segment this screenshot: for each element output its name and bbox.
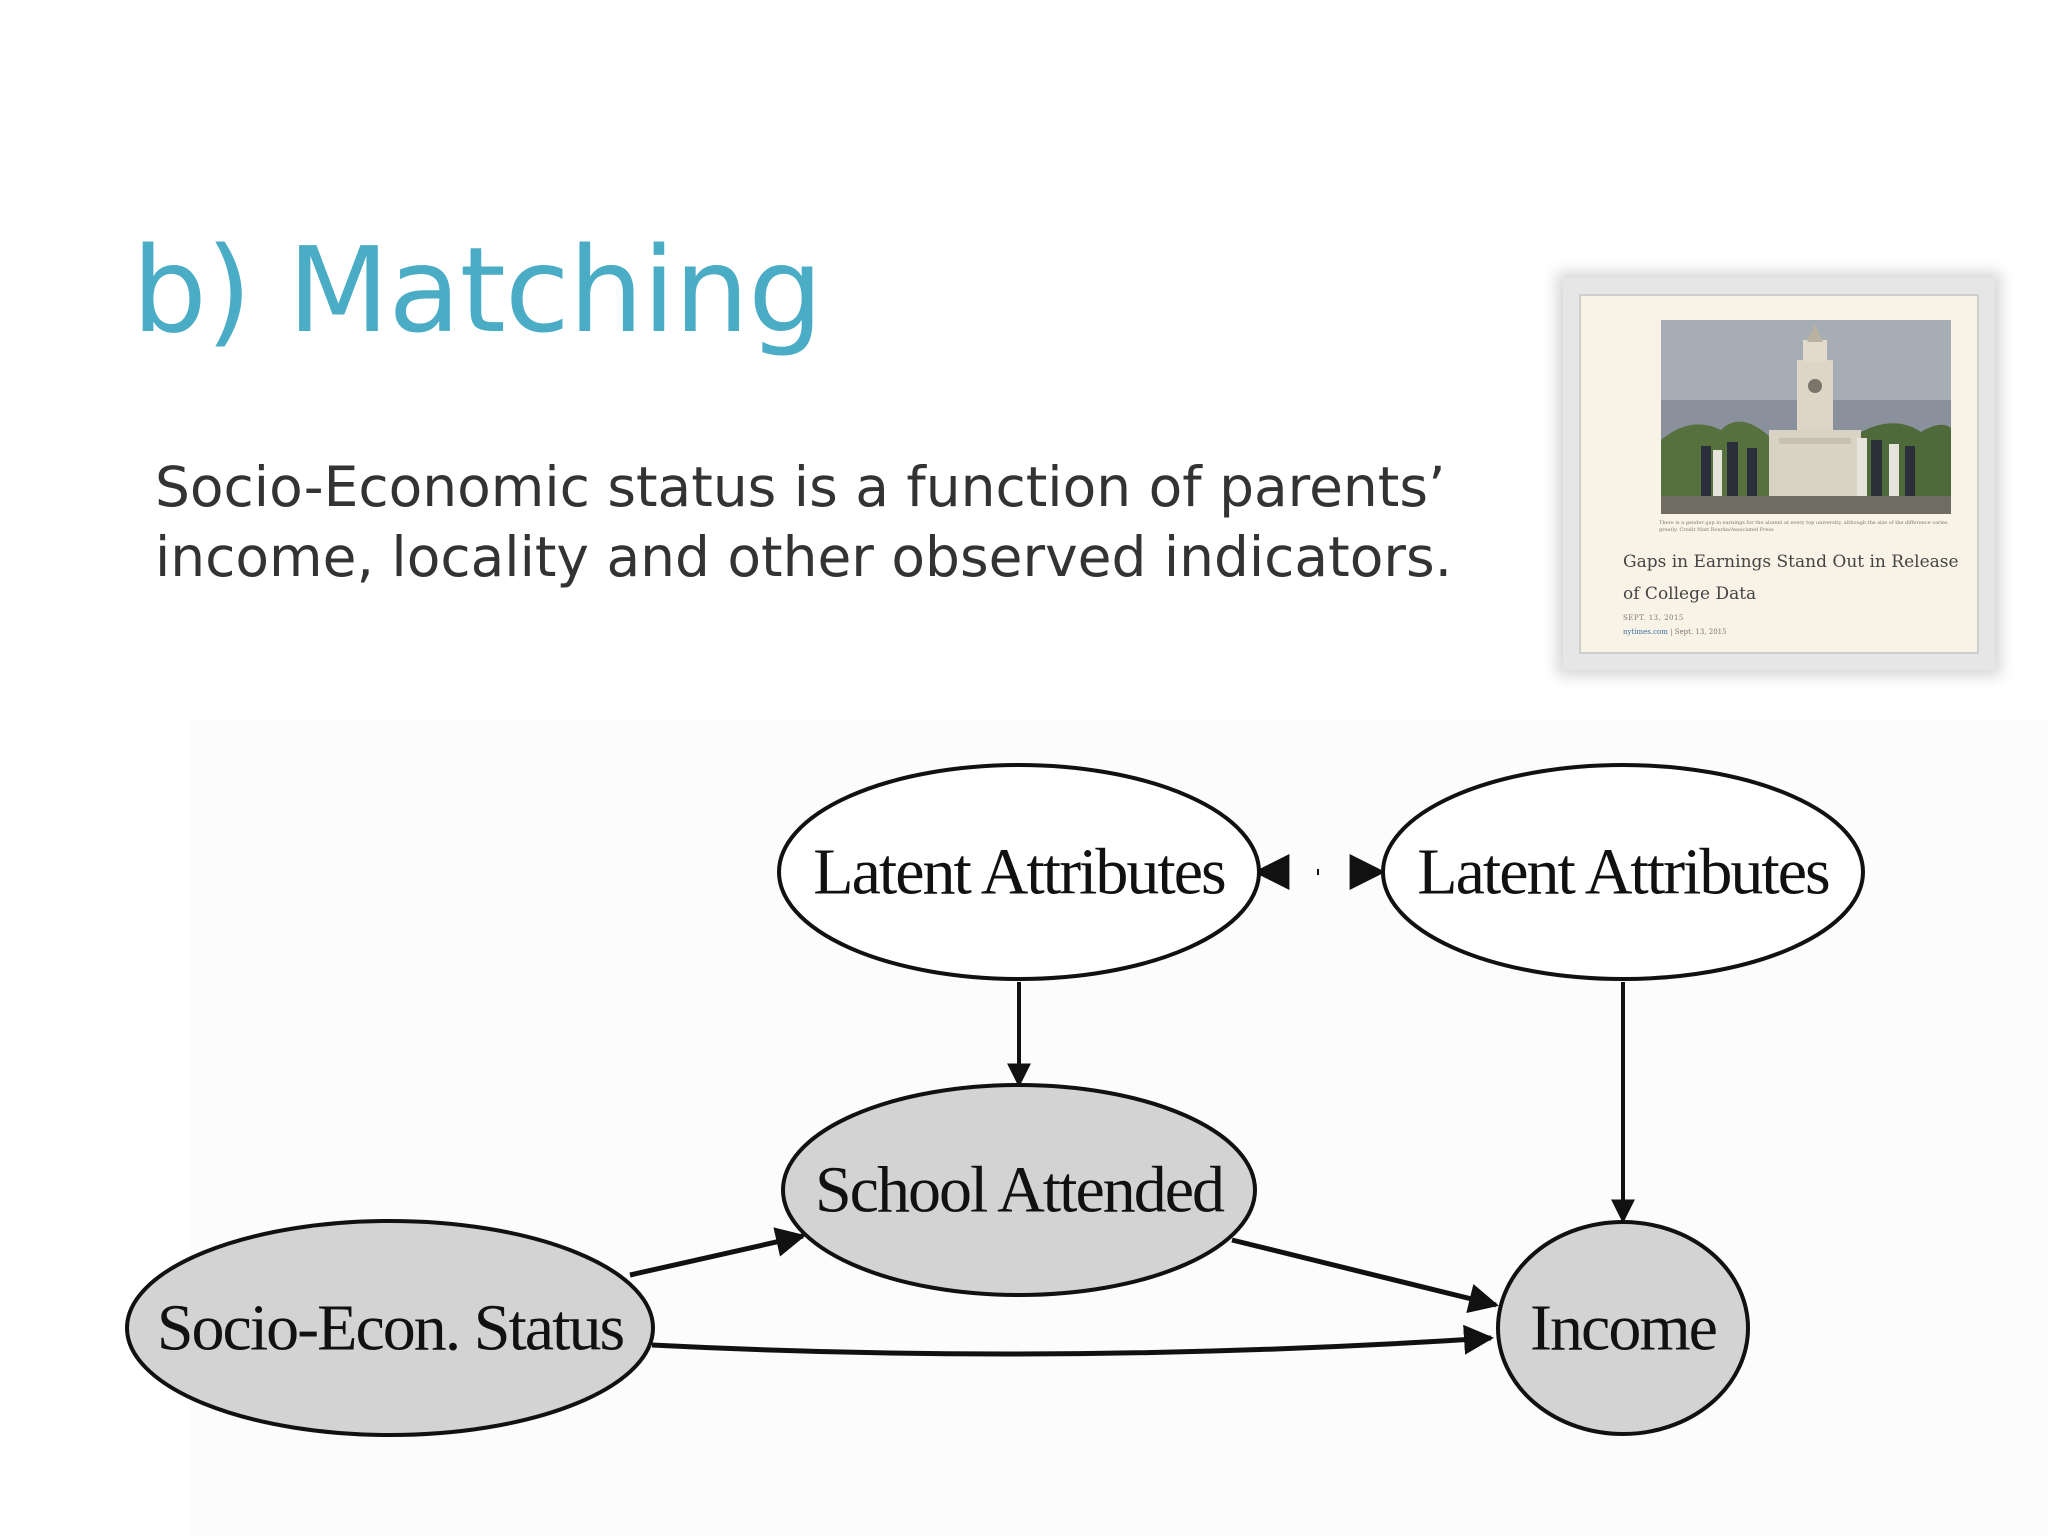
node-socio-econ-status: Socio-Econ. Status	[125, 1219, 655, 1437]
article-date: SEPT. 13, 2015	[1623, 614, 1684, 622]
node-school-attended-label: School Attended	[815, 1154, 1225, 1227]
source-link: nytimes.com	[1623, 628, 1668, 636]
node-latent-left-label: Latent Attributes	[813, 836, 1225, 909]
node-latent-left: Latent Attributes	[777, 763, 1261, 981]
campus-photo	[1661, 320, 1951, 514]
article-source: nytimes.com | Sept. 13, 2015	[1623, 628, 1727, 636]
body-line-1: Socio-Economic status is a function of p…	[155, 455, 1446, 519]
edge-ses-to-school	[629, 1227, 806, 1278]
article-thumbnail: There is a gender gap in earnings for th…	[1563, 278, 1995, 670]
node-income-label: Income	[1530, 1292, 1716, 1365]
node-income: Income	[1496, 1220, 1750, 1436]
article-card-inner: There is a gender gap in earnings for th…	[1579, 294, 1979, 654]
edge-ses-to-income	[651, 1324, 1494, 1357]
node-school-attended: School Attended	[781, 1083, 1257, 1297]
node-socio-econ-status-label: Socio-Econ. Status	[157, 1292, 624, 1365]
body-line-2: income, locality and other observed indi…	[155, 525, 1453, 589]
photo-caption: There is a gender gap in earnings for th…	[1659, 520, 1948, 533]
node-latent-right-label: Latent Attributes	[1417, 836, 1829, 909]
node-latent-right: Latent Attributes	[1381, 763, 1865, 981]
slide-title: b) Matching	[132, 221, 823, 359]
slide-body-text: Socio-Economic status is a function of p…	[155, 452, 1495, 592]
edge-school-to-income	[1231, 1237, 1499, 1314]
article-headline: Gaps in Earnings Stand Out in Release of…	[1623, 552, 1959, 604]
source-date: | Sept. 13, 2015	[1667, 628, 1727, 636]
